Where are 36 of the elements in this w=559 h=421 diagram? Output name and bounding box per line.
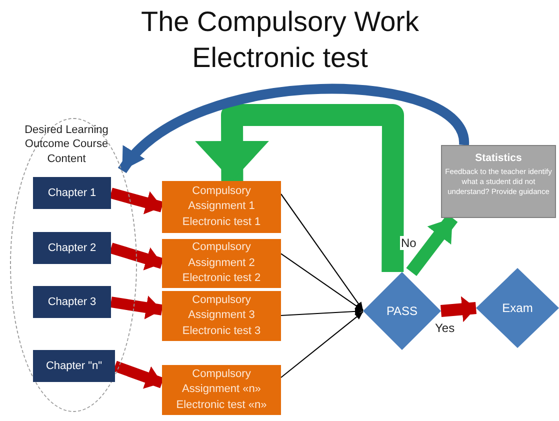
block-arrow xyxy=(440,296,477,322)
node-text: Compulsory Assignment 2 Electronic test 2 xyxy=(181,240,262,286)
assignment-box xyxy=(162,291,281,341)
node-text: Compulsory Assignment 3 Electronic test 3 xyxy=(181,292,262,339)
block-arrow xyxy=(195,104,404,272)
assignment-box xyxy=(162,239,281,288)
group-heading: Desired Learning Outcome Course Content xyxy=(24,123,110,166)
edge-label: Yes xyxy=(434,321,456,335)
node-text: Chapter 1 xyxy=(48,186,96,200)
box-heading: Statistics xyxy=(475,151,522,166)
block-arrow xyxy=(110,188,164,214)
node-text: Chapter "n" xyxy=(46,358,102,374)
node-text: Exam xyxy=(502,300,533,316)
node-text: Chapter 3 xyxy=(48,294,96,310)
dashed-ellipse xyxy=(10,118,137,412)
arrow xyxy=(280,253,364,312)
node-text: Compulsory Assignment 1 Electronic test 1 xyxy=(181,184,262,230)
edge-label: No xyxy=(400,236,418,250)
arrow xyxy=(280,308,364,316)
chapter-box xyxy=(33,286,111,318)
block-arrow xyxy=(109,242,164,270)
block-arrow xyxy=(113,360,164,389)
node-text: PASS xyxy=(386,302,418,320)
block-arrow xyxy=(110,296,163,320)
arrow xyxy=(280,311,364,378)
arrow xyxy=(280,194,364,311)
decision-diamond xyxy=(476,268,559,348)
chapter-box xyxy=(33,232,111,264)
node-text: Compulsory Assignment «n» Electronic test «n» xyxy=(175,366,268,413)
assignment-box xyxy=(162,365,281,415)
diagram-title: The Compulsory Work Electronic test xyxy=(140,5,420,75)
chapter-box xyxy=(33,350,115,382)
node-text: Chapter 2 xyxy=(48,240,96,256)
assignment-box xyxy=(162,181,281,233)
statistics-box xyxy=(441,145,556,218)
chapter-box xyxy=(33,177,111,209)
